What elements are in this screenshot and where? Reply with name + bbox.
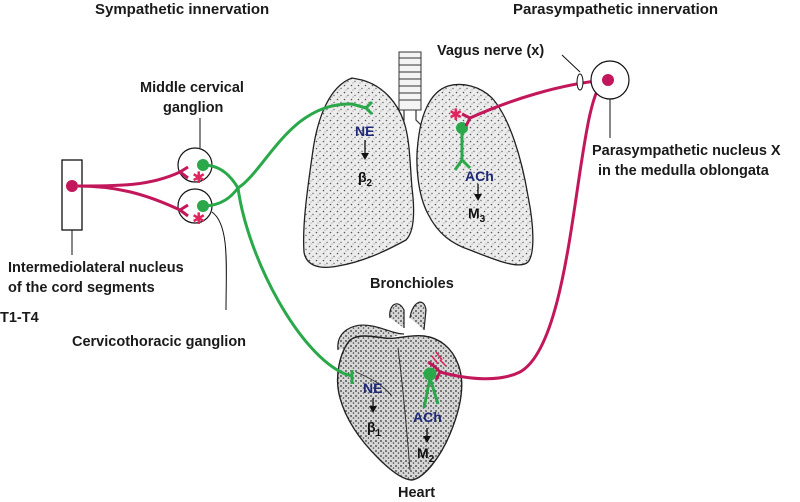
heart-para-receptor-label: M2: [417, 445, 435, 465]
heart-sym-arrow: [369, 398, 377, 413]
lung-sym-transmitter-label: NE: [355, 123, 374, 139]
lung-sym-receptor-label: β2: [358, 169, 373, 189]
synapse-star-icon: ✱: [192, 209, 205, 228]
intermedio-label-line2: of the cord segments: [8, 280, 155, 296]
heart-illustration: [336, 301, 463, 481]
middle-cervical-label-line1: Middle cervical: [140, 80, 244, 96]
para-nucleus-label-line2: in the medulla oblongata: [598, 163, 770, 179]
heart-para-synapse-marks: [431, 351, 447, 367]
lung-para-receptor-label: M3: [468, 205, 486, 225]
cervicothoracic-label: Cervicothoracic ganglion: [72, 334, 246, 350]
middle-cervical-label-line2: ganglion: [163, 100, 223, 116]
ganglion-neuron-lower: [197, 200, 209, 212]
bronchioles-label: Bronchioles: [370, 276, 454, 292]
heart-parasympathetic-postganglionic-neuron: [423, 367, 437, 381]
vagus-nerve-label: Vagus nerve (x): [437, 43, 544, 59]
lung-para-arrow: [474, 184, 482, 201]
synapse-star-icon: ✱: [192, 168, 205, 187]
intermedio-label-line1: Intermediolateral nucleus: [8, 260, 184, 276]
heart-para-arrow: [423, 428, 431, 443]
ganglion-neuron-upper: [197, 159, 209, 171]
lung-sym-arrow: [361, 140, 369, 160]
heart-sym-receptor-label: β1: [367, 419, 382, 439]
left-lung: [416, 83, 534, 266]
right-lung: [302, 77, 415, 268]
synapse-star-icon: ✱: [449, 105, 462, 124]
sympathetic-preganglionic-fibers: [77, 165, 189, 218]
spinal-cord-segment-box: [61, 159, 83, 231]
cord-segments-label: T1-T4: [0, 310, 39, 326]
heart-label: Heart: [398, 485, 435, 501]
vagus-nerve-marker: [576, 73, 584, 91]
leader-cervicothoracic: [211, 211, 227, 311]
heart-para-transmitter-label: ACh: [413, 409, 442, 425]
trachea: [397, 51, 424, 129]
lung-para-transmitter-label: ACh: [465, 168, 494, 184]
para-nucleus-label-line1: Parasympathetic nucleus X: [592, 143, 781, 159]
leader-vagus: [561, 54, 581, 73]
preganglionic-neuron-body: [66, 180, 78, 192]
sympathetic-header: Sympathetic innervation: [95, 1, 269, 18]
parasympathetic-header: Parasympathetic innervation: [513, 1, 718, 18]
vagal-preganglionic-neuron-body: [602, 74, 614, 86]
heart-sym-transmitter-label: NE: [363, 380, 382, 396]
